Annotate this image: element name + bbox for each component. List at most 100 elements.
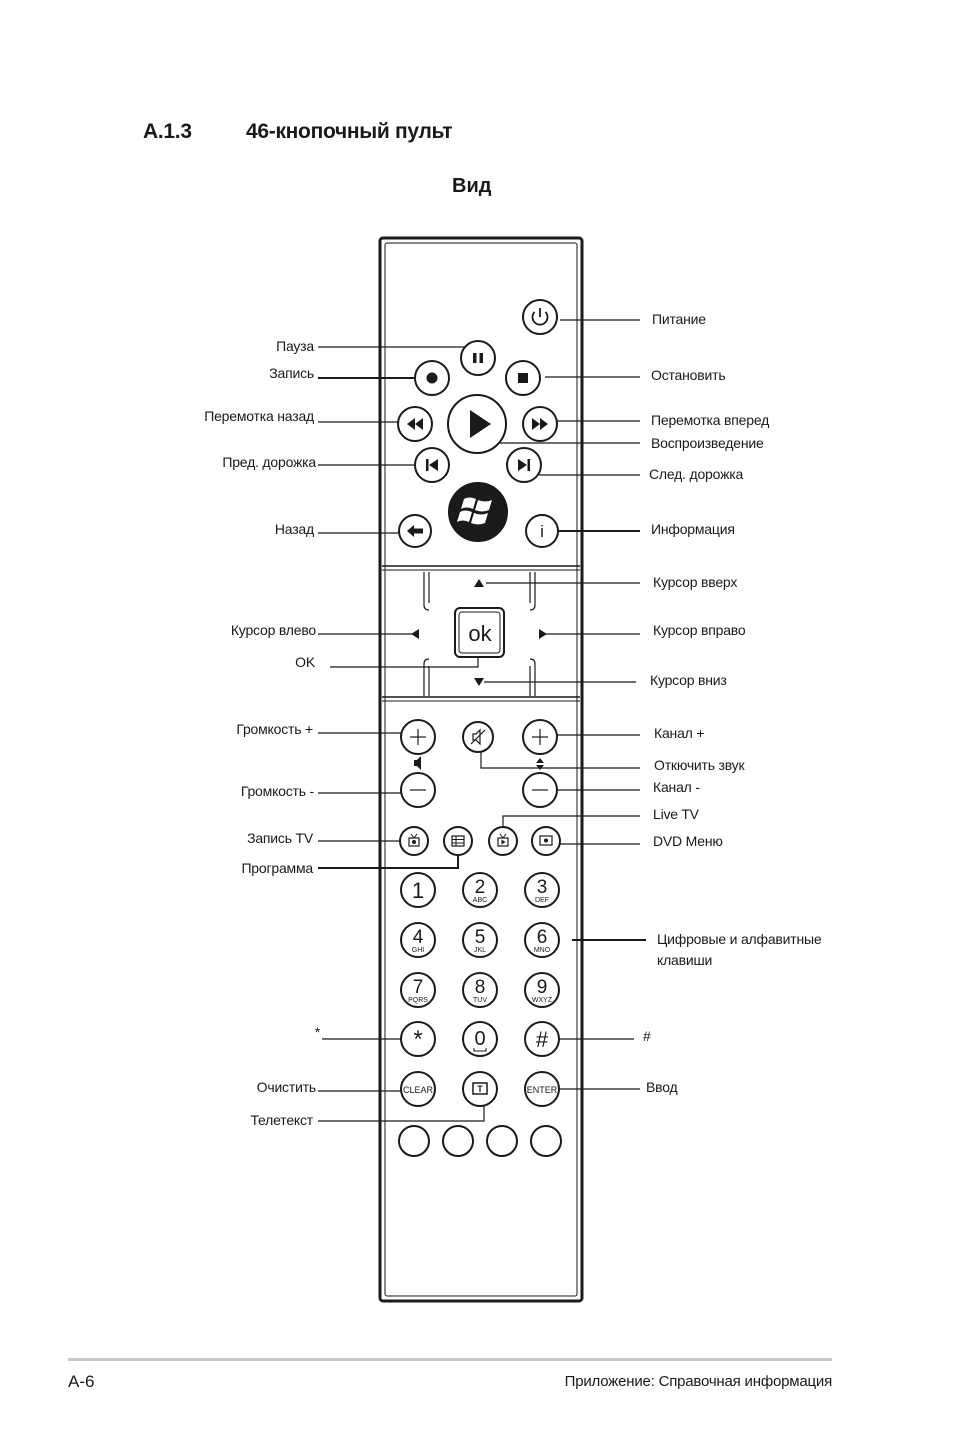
- label-cursor-left: Курсор влево: [230, 622, 316, 638]
- digit-9-label: 9: [537, 977, 548, 998]
- label-info: Информация: [651, 521, 735, 537]
- footer-chapter: Приложение: Справочная информация: [564, 1373, 833, 1390]
- rewind-button[interactable]: [397, 406, 433, 442]
- guide-button[interactable]: [443, 826, 473, 856]
- subtitle: Вид: [452, 175, 492, 197]
- rewind-icon: [407, 418, 423, 430]
- live-tv-icon: [497, 833, 509, 847]
- svg-text:T: T: [477, 1084, 483, 1094]
- label-power: Питание: [652, 311, 706, 327]
- label-guide: Программа: [241, 860, 313, 876]
- label-digit-keys: Цифровые и алфавитные клавиши: [657, 931, 822, 968]
- guide-grid-icon: [451, 835, 465, 847]
- tv-record-icon: [408, 833, 420, 847]
- digit-4-label: 4: [413, 927, 424, 948]
- label-fast-forward: Перемотка вперед: [651, 412, 770, 428]
- label-play: Воспроизведение: [651, 435, 764, 451]
- cursor-up-arrow[interactable]: [474, 579, 484, 587]
- cursor-left-arrow[interactable]: [411, 629, 419, 639]
- mute-icon: [470, 728, 486, 746]
- volume-up-button[interactable]: [400, 719, 436, 755]
- pause-icon: [473, 353, 483, 363]
- label-volume-up: Громкость +: [236, 721, 313, 737]
- label-channel-down: Канал -: [653, 779, 700, 795]
- volume-down-button[interactable]: [400, 772, 436, 808]
- label-enter: Ввод: [646, 1079, 678, 1095]
- teletext-button[interactable]: T: [462, 1071, 498, 1107]
- digit-9-letters: WXYZ: [532, 997, 553, 1004]
- back-arrow-icon: [407, 525, 423, 537]
- star-label: *: [413, 1026, 422, 1053]
- windows-start-button[interactable]: [448, 482, 508, 542]
- cursor-right-arrow[interactable]: [539, 629, 547, 639]
- pause-button[interactable]: [460, 340, 496, 376]
- next-track-button[interactable]: [506, 447, 542, 483]
- label-cursor-down: Курсор вниз: [650, 672, 727, 688]
- green-button[interactable]: [442, 1125, 474, 1157]
- next-track-icon: [518, 459, 530, 471]
- label-back: Назад: [274, 521, 314, 537]
- channel-up-button[interactable]: [522, 719, 558, 755]
- dvd-menu-button[interactable]: [531, 826, 561, 856]
- red-button[interactable]: [398, 1125, 430, 1157]
- label-volume-down: Громкость -: [240, 783, 314, 799]
- power-icon: [531, 308, 549, 326]
- label-prev-track: Пред. дорожка: [222, 454, 316, 470]
- digit-1-button[interactable]: 1: [400, 872, 436, 908]
- footer-divider: [68, 1358, 832, 1361]
- footer-page-number: A-6: [68, 1372, 95, 1391]
- digit-2-letters: ABC: [473, 897, 487, 904]
- info-icon: i: [540, 522, 544, 541]
- live-tv-button[interactable]: [488, 826, 518, 856]
- digit-8-letters: TUV: [473, 997, 487, 1004]
- enter-label: ENTER: [527, 1085, 558, 1095]
- digit-5-label: 5: [475, 927, 486, 948]
- speaker-icon: [414, 756, 421, 770]
- digit-7-letters: PQRS: [408, 997, 428, 1004]
- digit-4-letters: GHI: [412, 947, 425, 954]
- star-button[interactable]: *: [400, 1021, 436, 1057]
- label-mute: Откючить звук: [654, 757, 745, 773]
- record-button[interactable]: [414, 360, 450, 396]
- label-star: *: [314, 1024, 320, 1040]
- enter-button[interactable]: ENTER: [524, 1071, 560, 1107]
- blue-button[interactable]: [530, 1125, 562, 1157]
- fast-forward-button[interactable]: [522, 406, 558, 442]
- prev-track-button[interactable]: [414, 447, 450, 483]
- ok-button[interactable]: ok: [454, 607, 505, 658]
- label-dvd-menu: DVD Меню: [653, 833, 723, 849]
- zero-label: 0: [474, 1028, 485, 1050]
- yellow-button[interactable]: [486, 1125, 518, 1157]
- zero-button[interactable]: 0: [462, 1021, 498, 1057]
- hash-label: #: [536, 1027, 549, 1052]
- label-channel-up: Канал +: [654, 725, 705, 741]
- dvd-menu-icon: [539, 835, 553, 846]
- digit-3-letters: DEF: [535, 897, 549, 904]
- info-button[interactable]: i: [525, 514, 559, 548]
- label-cursor-up: Курсор вверх: [653, 574, 738, 590]
- record-tv-button[interactable]: [399, 826, 429, 856]
- clear-button[interactable]: CLEAR: [400, 1071, 436, 1107]
- back-button[interactable]: [398, 514, 432, 548]
- cursor-down-arrow[interactable]: [474, 678, 484, 686]
- label-rewind: Перемотка назад: [204, 408, 314, 424]
- label-teletext: Телетекст: [250, 1112, 313, 1128]
- mute-button[interactable]: [462, 721, 494, 753]
- label-next-track: След. дорожка: [649, 466, 744, 482]
- stop-button[interactable]: [505, 360, 541, 396]
- play-button[interactable]: [447, 394, 507, 454]
- hash-button[interactable]: #: [524, 1021, 560, 1057]
- power-button[interactable]: [522, 299, 558, 335]
- fast-forward-icon: [532, 418, 548, 430]
- channel-down-button[interactable]: [522, 772, 558, 808]
